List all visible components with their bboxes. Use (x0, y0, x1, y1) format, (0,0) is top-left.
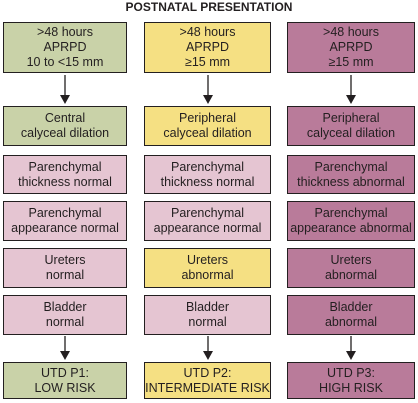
col1-ureters-line2: normal (45, 268, 85, 282)
col2-ureters-box: Ureters abnormal (144, 248, 271, 288)
col3-appearance-box: Parenchymal appearance abnormal (287, 201, 415, 241)
col1-bottom-arrow (60, 336, 70, 360)
col1-result-box: UTD P1: LOW RISK (3, 362, 127, 399)
col1-presentation-line3: 10 to <15 mm (26, 55, 104, 69)
col2-bladder-box: Bladder normal (144, 295, 271, 335)
col1-result-line1: UTD P1: (41, 365, 89, 380)
col1-bladder-line2: normal (45, 315, 85, 329)
col2-top-arrow (203, 75, 213, 104)
diagram-title: POSTNATAL PRESENTATION (125, 0, 293, 14)
col3-thickness-line1: Parenchymal (314, 159, 388, 174)
col1-result-line2: LOW RISK (34, 380, 96, 395)
col1-ureters-box: Ureters normal (3, 248, 127, 288)
col3-ureters-box: Ureters abnormal (287, 248, 415, 288)
col3-bladder-line1: Bladder (329, 300, 373, 314)
col2-thickness-line1: Parenchymal (171, 159, 244, 174)
col2-presentation-line3: ≥15 mm (184, 55, 231, 69)
col1-presentation-box: >48 hours APRPD 10 to <15 mm (3, 22, 127, 73)
col3-bottom-arrow (346, 336, 356, 360)
col3-appearance-line1: Parenchymal (314, 206, 388, 220)
col3-ureters-line2: abnormal (324, 268, 378, 282)
col1-thickness-box: Parenchymal thickness normal (3, 155, 127, 194)
col2-presentation-line2: APRPD (185, 40, 230, 54)
col3-top-arrow (346, 75, 356, 104)
col2-bottom-arrow (203, 336, 213, 360)
col3-calyceal-line2: calyceal dilation (306, 126, 396, 140)
col1-appearance-line1: Parenchymal (28, 206, 102, 220)
col1-bladder-line1: Bladder (43, 300, 87, 314)
col3-result-box: UTD P3: HIGH RISK (287, 362, 415, 399)
col1-bladder-box: Bladder normal (3, 295, 127, 335)
col3-presentation-box: >48 hours APRPD ≥15 mm (287, 22, 415, 73)
col2-calyceal-line1: Peripheral (179, 111, 236, 125)
col3-ureters-line1: Ureters (330, 253, 372, 267)
col2-ureters-line2: abnormal (181, 268, 234, 282)
col3-appearance-line2: appearance abnormal (290, 221, 412, 235)
col2-ureters-line1: Ureters (187, 253, 228, 267)
col3-presentation-line2: APRPD (329, 40, 373, 54)
col2-bladder-line2: normal (188, 315, 227, 329)
col3-result-line2: HIGH RISK (319, 380, 383, 395)
col3-presentation-line3: ≥15 mm (328, 55, 374, 69)
col2-result-line2: INTERMEDIATE RISK (145, 380, 270, 395)
col2-result-box: UTD P2: INTERMEDIATE RISK (144, 362, 271, 399)
col2-calyceal-line2: calyceal dilation (163, 126, 252, 140)
col1-thickness-line2: thickness normal (18, 174, 112, 189)
col2-result-line1: UTD P2: (183, 365, 232, 380)
col1-presentation-line2: APRPD (43, 40, 87, 54)
col3-bladder-line2: abnormal (324, 315, 378, 329)
col3-calyceal-box: Peripheral calyceal dilation (287, 106, 415, 146)
col2-bladder-line1: Bladder (185, 300, 230, 314)
col1-calyceal-line1: Central (44, 111, 86, 125)
col3-bladder-box: Bladder abnormal (287, 295, 415, 335)
col2-thickness-box: Parenchymal thickness normal (144, 155, 271, 194)
col1-calyceal-line2: calyceal dilation (20, 126, 110, 140)
col1-appearance-box: Parenchymal appearance normal (3, 201, 127, 241)
col2-appearance-line2: appearance normal (153, 221, 262, 235)
col2-thickness-line2: thickness normal (160, 174, 255, 189)
col1-top-arrow (60, 75, 70, 104)
col1-presentation-line1: >48 hours (37, 25, 93, 39)
col2-appearance-line1: Parenchymal (171, 206, 244, 220)
col3-thickness-box: Parenchymal thickness abnormal (287, 155, 415, 194)
col2-presentation-line1: >48 hours (179, 25, 236, 39)
col1-calyceal-box: Central calyceal dilation (3, 106, 127, 146)
col2-calyceal-box: Peripheral calyceal dilation (144, 106, 271, 146)
col3-calyceal-line1: Peripheral (322, 111, 380, 125)
col1-appearance-line2: appearance normal (11, 221, 119, 235)
col1-ureters-line1: Ureters (44, 253, 86, 267)
col2-presentation-box: >48 hours APRPD ≥15 mm (144, 22, 271, 73)
col2-appearance-box: Parenchymal appearance normal (144, 201, 271, 241)
col1-thickness-line1: Parenchymal (28, 159, 102, 174)
col3-result-line1: UTD P3: (327, 365, 375, 380)
col3-presentation-line1: >48 hours (323, 25, 379, 39)
col3-thickness-line2: thickness abnormal (297, 174, 405, 189)
